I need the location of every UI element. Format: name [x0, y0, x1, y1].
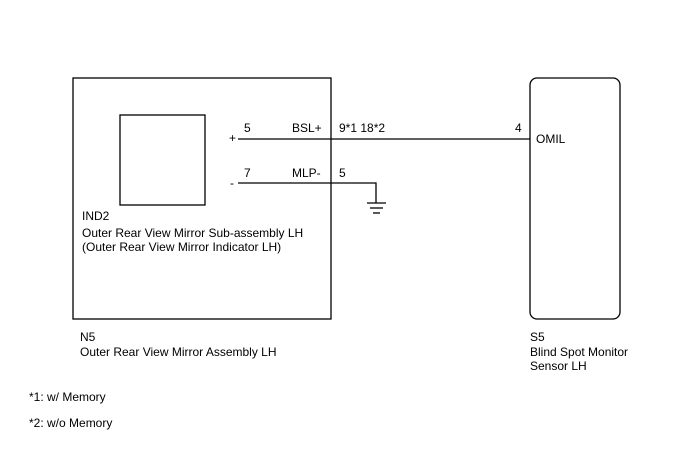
footnote-no-memory: *2: w/o Memory — [29, 416, 113, 430]
ind2-name-line2: (Outer Rear View Mirror Indicator LH) — [82, 240, 282, 254]
ind2-code: IND2 — [82, 209, 110, 223]
s5-name-line1: Blind Spot Monitor — [530, 345, 629, 359]
ind2-plus-symbol: + — [229, 131, 237, 145]
bsl-signal-label: BSL+ — [292, 121, 322, 135]
ground-icon — [367, 202, 386, 214]
mlp-outer-pin: 5 — [339, 166, 346, 180]
n5-name: Outer Rear View Mirror Assembly LH — [80, 345, 277, 359]
mlp-signal-label: MLP- — [292, 166, 321, 180]
bsl-inner-pin: 5 — [244, 121, 251, 135]
ind2-minus-symbol: - — [230, 176, 234, 190]
n5-box — [72, 77, 332, 320]
footnote-memory: *1: w/ Memory — [29, 390, 106, 404]
s5-pin: 4 — [515, 121, 522, 135]
s5-code: S5 — [530, 330, 545, 344]
ind2-name-line1: Outer Rear View Mirror Sub-assembly LH — [82, 226, 304, 240]
mlp-wire — [238, 182, 377, 203]
ind2-box — [119, 114, 206, 206]
n5-code: N5 — [80, 330, 96, 344]
s5-box — [529, 77, 621, 320]
s5-name-line2: Sensor LH — [530, 359, 587, 373]
mlp-inner-pin: 7 — [244, 166, 251, 180]
s5-terminal-label: OMIL — [536, 132, 566, 146]
bsl-outer-pin: 9*1 18*2 — [339, 121, 386, 135]
